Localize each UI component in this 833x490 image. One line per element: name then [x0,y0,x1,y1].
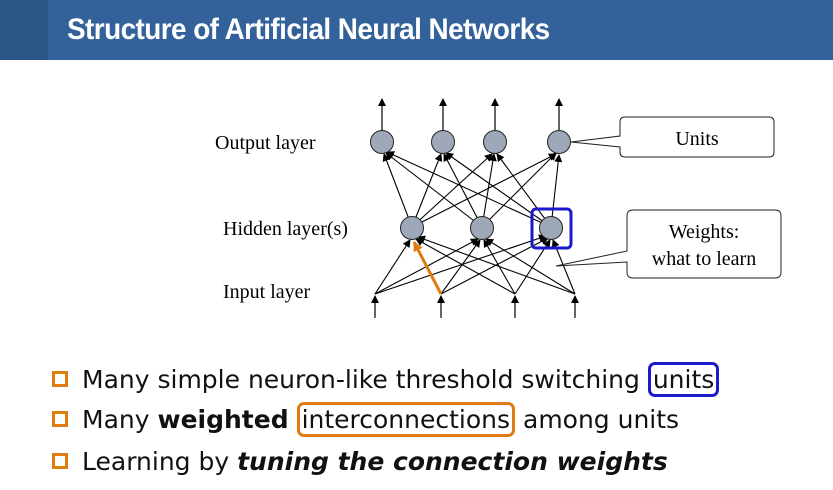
weights-callout-line2: what to learn [652,248,756,270]
hidden-node [400,216,424,240]
hidden-node [539,216,563,240]
input-layer-label: Input layer [223,281,311,303]
weights-callout: Weights: what to learn [555,209,782,279]
title-bar: Structure of Artificial Neural Networks [0,0,833,60]
units-callout: Units [570,116,775,158]
output-node [547,130,571,154]
output-arrows [378,98,563,130]
output-layer-label: Output layer [215,132,316,154]
output-node [431,130,455,154]
highlight-interconnections: interconnections [296,402,516,437]
output-node [370,130,394,154]
highlighted-weight-connection [412,241,443,295]
highlight-units: units [647,362,720,397]
bullet-item: Learning by tuning the connection weight… [52,444,668,480]
output-node [483,130,507,154]
hidden-node [470,216,494,240]
input-hidden-connections [374,234,576,295]
bullet-square-icon [52,453,68,469]
units-callout-text: Units [675,128,719,150]
bullet-item: Many weighted interconnections among uni… [52,402,679,438]
hidden-layer-label: Hidden layer(s) [223,218,348,240]
bullet-item: Many simple neuron-like threshold switch… [52,362,720,398]
unit-highlight-box [530,207,573,250]
slide-title: Structure of Artificial Neural Networks [67,13,550,46]
title-accent [0,0,48,60]
bullet-square-icon [52,411,68,427]
neural-network-diagram: Output layer Hidden layer(s) Input layer… [215,98,782,318]
hidden-output-connections [382,151,563,228]
input-arrows [371,295,579,318]
bullet-square-icon [52,371,68,387]
weights-callout-line1: Weights: [669,221,740,243]
